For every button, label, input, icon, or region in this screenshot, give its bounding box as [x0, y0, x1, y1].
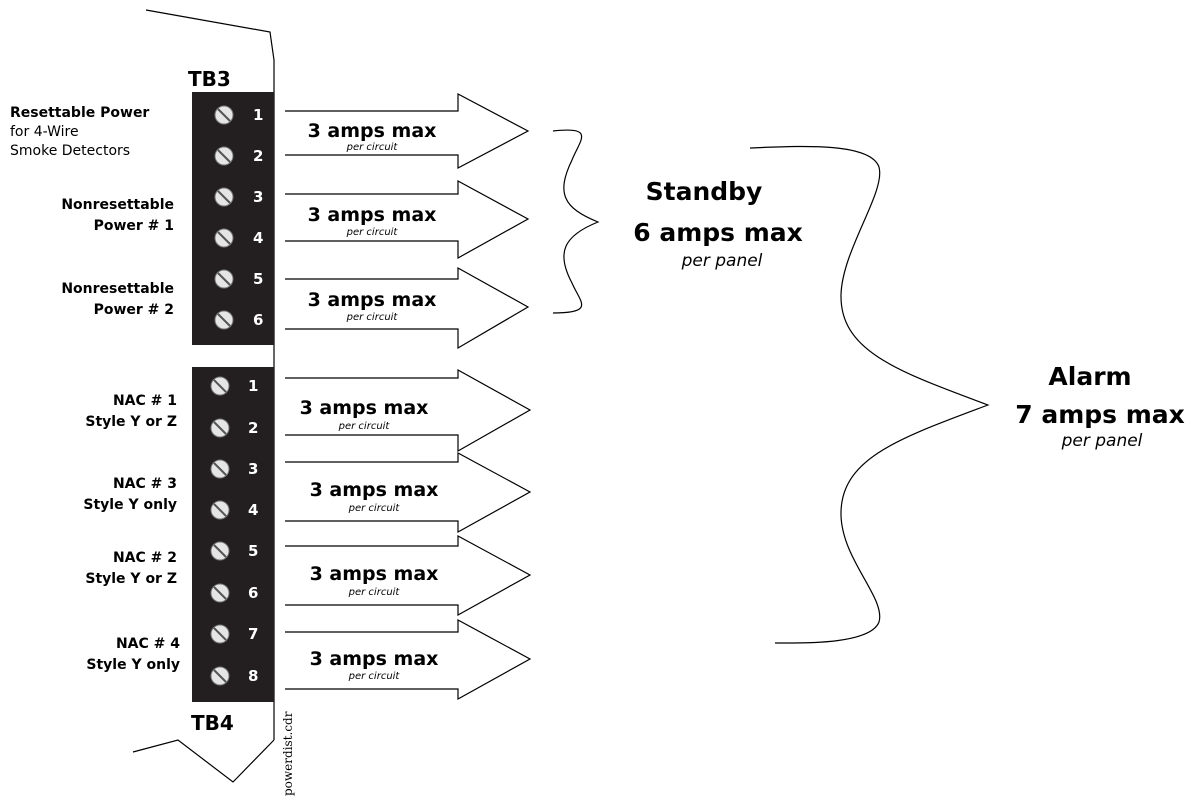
tb3-label: TB3 [188, 67, 231, 91]
tb4-circuit-2-line: NAC # 3 [113, 476, 177, 492]
circuit-amps-label: 3 amps max [308, 289, 437, 311]
alarm-amps: 7 amps max [1015, 400, 1185, 429]
tb4-circuit-4-line: Style Y only [86, 657, 180, 673]
alarm-brace [749, 145, 990, 644]
tb3-terminal: 4 [214, 228, 263, 248]
tb4-circuit-3-line: NAC # 2 [113, 550, 177, 566]
tb3-terminal-number: 6 [253, 311, 263, 329]
tb4-terminal: 8 [210, 666, 258, 686]
tb3-terminal: 2 [214, 146, 263, 166]
circuit-scope-label: per circuit [348, 503, 401, 514]
circuit-arrow: 3 amps max per circuit [285, 451, 532, 534]
tb4-circuit-3-line: Style Y or Z [85, 571, 177, 587]
tb3-terminal-number: 4 [253, 229, 263, 247]
standby-title: Standby [646, 177, 763, 206]
tb4-block [192, 367, 274, 702]
tb3-terminal-number: 5 [253, 270, 263, 288]
tb4-terminal: 1 [210, 376, 258, 396]
tb4-label: TB4 [191, 711, 234, 735]
circuit-amps-label: 3 amps max [308, 204, 437, 226]
tb4-terminal: 2 [210, 418, 258, 438]
tb3-terminal: 6 [214, 310, 263, 330]
tb3-circuit-3-line: Nonresettable [61, 281, 174, 297]
circuit-scope-label: per circuit [348, 587, 401, 598]
file-name-label: powerdist.cdr [281, 711, 295, 796]
circuit-amps-label: 3 amps max [300, 397, 429, 419]
tb3-circuit-1-title: Resettable Power [10, 105, 149, 121]
tb3-circuit-1-line: for 4-Wire [10, 124, 79, 140]
tb4-circuit-4-line: NAC # 4 [116, 636, 180, 652]
circuit-amps-label: 3 amps max [310, 648, 439, 670]
tb4-circuit-1-line: NAC # 1 [113, 393, 177, 409]
tb3-circuit-2-line: Nonresettable [61, 197, 174, 213]
standby-amps: 6 amps max [633, 218, 803, 247]
tb3-terminal-number: 1 [253, 106, 263, 124]
tb3-terminal-number: 3 [253, 188, 263, 206]
circuit-scope-label: per circuit [346, 142, 399, 153]
tb4-terminal-number: 1 [248, 377, 258, 395]
tb4-terminal: 6 [210, 583, 258, 603]
tb4-terminal-number: 8 [248, 667, 258, 685]
tb4-terminal: 4 [210, 500, 258, 520]
circuit-amps-label: 3 amps max [310, 479, 439, 501]
tb3-terminal-number: 2 [253, 147, 263, 165]
alarm-scope: per panel [1061, 431, 1143, 451]
circuit-scope-label: per circuit [346, 312, 399, 323]
tb3-circuit-3-line: Power # 2 [94, 302, 174, 318]
standby-brace [552, 129, 600, 314]
tb4-terminal-number: 3 [248, 460, 258, 478]
circuit-scope-label: per circuit [346, 227, 399, 238]
tb4-terminal: 3 [210, 459, 258, 479]
tb4-terminal-number: 7 [248, 625, 258, 643]
tb4-terminal: 7 [210, 624, 258, 644]
tb3-terminal: 5 [214, 269, 263, 289]
circuit-arrow: 3 amps max per circuit [285, 618, 532, 701]
tb4-terminal-number: 2 [248, 419, 258, 437]
tb4-terminal-number: 5 [248, 542, 258, 560]
circuit-arrow: 3 amps max per circuit [285, 368, 532, 453]
tb3-terminal: 3 [214, 187, 263, 207]
tb4-terminal-number: 4 [248, 501, 258, 519]
standby-scope: per panel [681, 251, 763, 271]
circuit-arrow: 3 amps max per circuit [285, 266, 530, 350]
tb3-circuit-1-line: Smoke Detectors [10, 143, 130, 159]
circuit-arrow: 3 amps max per circuit [285, 179, 530, 260]
tb4-terminal-number: 6 [248, 584, 258, 602]
tb4-terminal: 5 [210, 541, 258, 561]
circuit-amps-label: 3 amps max [308, 120, 437, 142]
tb3-block [192, 92, 274, 345]
tb3-circuit-2-line: Power # 1 [94, 218, 174, 234]
tb4-circuit-2-line: Style Y only [83, 497, 177, 513]
circuit-arrow: 3 amps max per circuit [285, 93, 530, 169]
tb4-circuit-1-line: Style Y or Z [85, 414, 177, 430]
circuit-arrow: 3 amps max per circuit [285, 534, 532, 617]
circuit-amps-label: 3 amps max [310, 563, 439, 585]
circuit-scope-label: per circuit [338, 421, 391, 432]
circuit-scope-label: per circuit [348, 671, 401, 682]
alarm-title: Alarm [1048, 362, 1131, 391]
tb3-terminal: 1 [214, 105, 263, 125]
